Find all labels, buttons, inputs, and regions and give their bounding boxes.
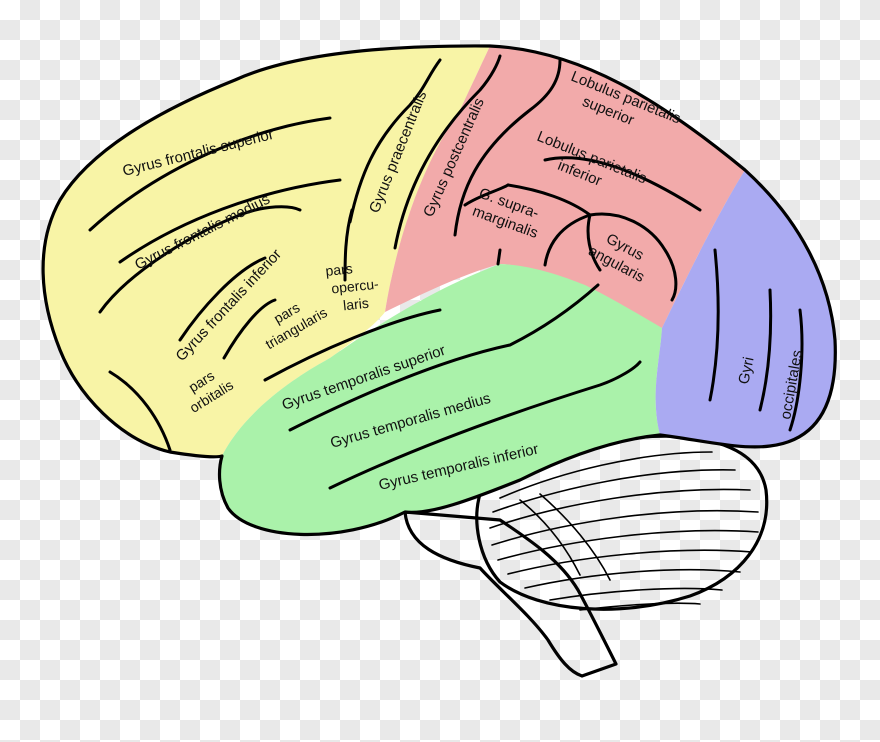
temporal-lobe [219,264,663,535]
sulci [88,54,804,490]
label-opercularis: pars opercu- laris [325,260,380,314]
parietal-lobe [385,46,745,328]
svg-text:opercu-: opercu- [331,276,380,297]
brain-outline [41,44,837,537]
svg-text:pars: pars [325,260,354,279]
brainstem [403,510,618,678]
cerebellum-folia [489,451,759,611]
svg-text:Gyri: Gyri [735,355,757,385]
frontal-lobe [43,45,490,457]
occipital-lobe [655,170,836,447]
svg-text:laris: laris [342,295,369,314]
